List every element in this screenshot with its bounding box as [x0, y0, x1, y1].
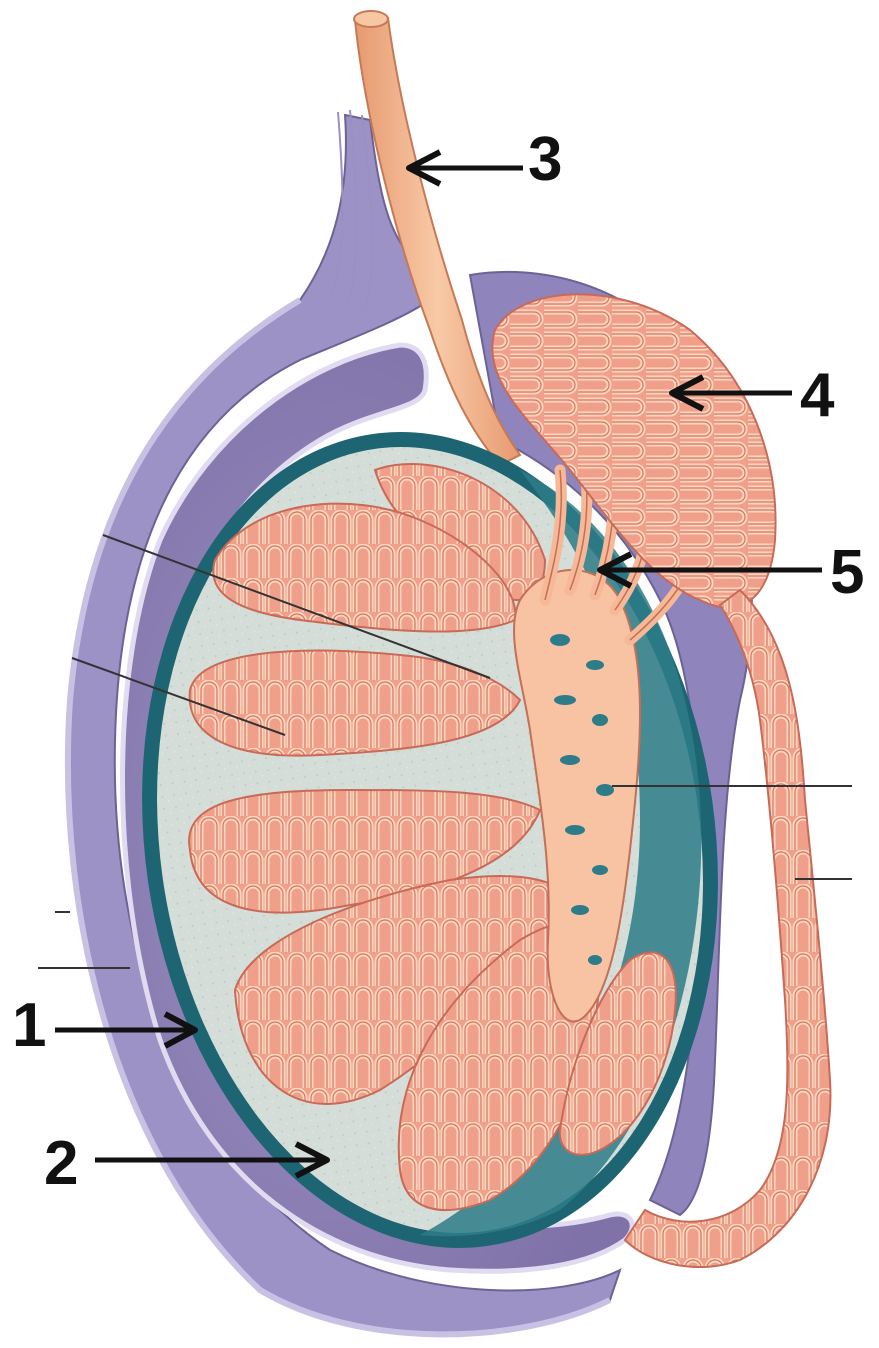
label-5: 5: [830, 538, 864, 607]
label-3-arrow: 3: [409, 125, 562, 194]
label-3: 3: [528, 125, 562, 194]
label-4: 4: [800, 361, 835, 430]
label-1: 1: [12, 991, 46, 1060]
label-2: 2: [44, 1129, 78, 1198]
